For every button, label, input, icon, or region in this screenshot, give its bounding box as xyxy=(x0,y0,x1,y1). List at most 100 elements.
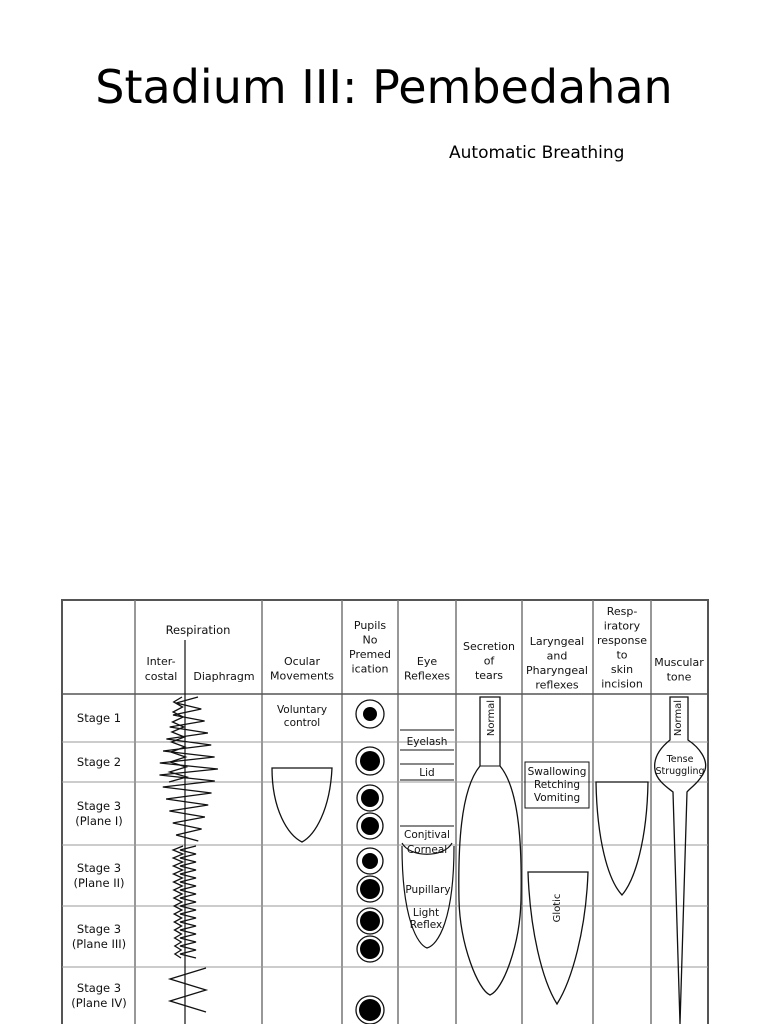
tears-shape xyxy=(458,696,522,996)
swallowing-box xyxy=(524,761,590,809)
pupil-icon xyxy=(363,707,377,721)
stage-label-line: Stage 3 xyxy=(77,922,121,936)
diaphragm-zigzag xyxy=(159,696,218,842)
muscle-normal-text: Normal xyxy=(673,700,684,736)
pupils-header-line: Pupils xyxy=(354,619,387,632)
respiration-header: Respiration xyxy=(166,623,231,637)
table-border xyxy=(61,599,709,1024)
laryngeal-header-line: and xyxy=(547,650,568,663)
stage-label-line: Stage 2 xyxy=(77,755,121,769)
muscular-header-line: tone xyxy=(667,671,692,684)
table-grid xyxy=(61,599,709,1024)
stage-label: Stage 3(Plane I) xyxy=(75,799,123,828)
resp_resp-header-line: to xyxy=(616,649,627,662)
stage-label-line: (Plane III) xyxy=(72,937,126,951)
eyelash-text: Eyelash xyxy=(407,736,448,748)
pupillary-shape xyxy=(401,845,455,949)
conjunctival-text-line: Conjtival xyxy=(404,829,450,841)
tears-normal-text: Normal xyxy=(486,700,497,736)
muscular-header: Muscular tone xyxy=(654,656,704,684)
respiration-header-line: Respiration xyxy=(166,623,231,637)
diaphragm-header: Diaphragm xyxy=(193,670,254,683)
tense-struggling-text-line: Tense xyxy=(666,754,694,765)
pupil-icon xyxy=(359,999,381,1021)
stage-label: Stage 3(Plane III) xyxy=(72,922,126,951)
eyelash-text-line: Eyelash xyxy=(407,736,448,748)
stage-label: Stage 1 xyxy=(77,711,121,725)
glottic-shape xyxy=(527,871,589,1006)
pupils-header-line: Premed xyxy=(349,648,391,661)
swallowing-text-line: Retching xyxy=(534,779,580,791)
diaphragm-zigzag-deep xyxy=(167,967,209,1013)
stage-label-line: Stage 3 xyxy=(77,799,121,813)
light-reflex-text-line: Light xyxy=(413,907,439,919)
stage-label-line: Stage 1 xyxy=(77,711,121,725)
resp_resp-header-line: iratory xyxy=(604,620,641,633)
diaphragm-header-line: Diaphragm xyxy=(193,670,254,683)
slide-subtitle: Automatic Breathing xyxy=(449,143,625,163)
stage-label: Stage 3(Plane II) xyxy=(74,861,125,890)
swallowing-text-line: Vomiting xyxy=(534,792,580,804)
stage-label-line: (Plane II) xyxy=(74,876,125,890)
light-reflex-text-line: Reflex xyxy=(410,919,442,931)
table-drawings xyxy=(159,640,707,1024)
stage-label-line: (Plane I) xyxy=(75,814,123,828)
tense-struggling-text-line: Struggling xyxy=(655,766,704,777)
laryngeal-header-line: reflexes xyxy=(535,679,578,692)
pupils-header-line: No xyxy=(363,634,378,647)
intercostal-header-line: Inter- xyxy=(146,655,175,668)
pupil-icon xyxy=(360,939,380,959)
laryngeal-header-line: Laryngeal xyxy=(530,635,584,648)
lid-text-line: Lid xyxy=(419,767,434,779)
tears-header-line: of xyxy=(484,655,496,668)
pupil-icon xyxy=(361,817,379,835)
eye-header-line: Eye xyxy=(417,655,437,668)
stage-label-line: Stage 3 xyxy=(77,981,121,995)
respiratory-response-shape xyxy=(595,781,649,896)
pupil-icon xyxy=(361,789,379,807)
tears-header-line: tears xyxy=(475,669,503,682)
muscular-tone-shape xyxy=(654,696,707,1024)
ocular-header-line: Ocular xyxy=(284,655,320,668)
intercostal-header-line: costal xyxy=(145,670,178,683)
pupil-icon xyxy=(360,879,380,899)
resp_resp-header-line: incision xyxy=(601,678,643,691)
pupil-icon xyxy=(360,911,380,931)
resp_resp-header-line: skin xyxy=(611,663,633,676)
resp_resp-header-line: Resp- xyxy=(607,605,638,618)
stage-label: Stage 2 xyxy=(77,755,121,769)
stage-label: Stage 3(Plane IV) xyxy=(71,981,126,1010)
corneal-text: Corneal xyxy=(407,844,447,856)
lid-text: Lid xyxy=(419,767,434,779)
corneal-curve xyxy=(401,842,453,855)
tears-header-line: Secretion xyxy=(463,640,515,653)
resp_resp-header-line: response xyxy=(597,634,647,647)
slide-title: Stadium III: Pembedahan xyxy=(95,60,673,114)
stage-label-line: Stage 3 xyxy=(77,861,121,875)
intercostal-zigzag xyxy=(167,696,190,783)
muscular-header-line: Muscular xyxy=(654,656,704,669)
ocular-eye-shape xyxy=(271,767,333,843)
voluntary-control-text-line: control xyxy=(284,717,320,729)
stage-label-line: (Plane IV) xyxy=(71,996,126,1010)
swallowing-text-line: Swallowing xyxy=(528,766,587,778)
conjunctival-text: Conjtival xyxy=(404,829,450,841)
pupil-icon xyxy=(360,751,380,771)
pupillary-text-line: Pupillary xyxy=(405,884,450,896)
intercostal-header: Inter-costal xyxy=(145,655,178,683)
laryngeal-header-line: Pharyngeal xyxy=(526,664,588,677)
ocular-header-line: Movements xyxy=(270,670,334,683)
voluntary-control-text-line: Voluntary xyxy=(277,704,327,716)
eye-header-line: Reflexes xyxy=(404,670,450,683)
